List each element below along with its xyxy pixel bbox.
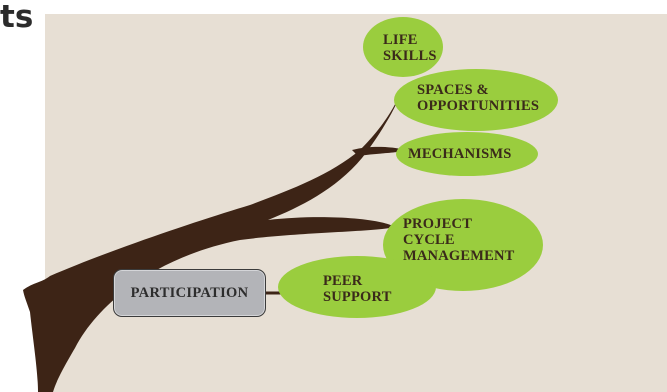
node-peer-support: PEER SUPPORT [323,273,392,305]
tree-trunk-branch [23,98,398,392]
leaf-project-cycle [383,199,543,291]
page-heading-fragment: ts [0,0,34,35]
node-spaces-opportunities: SPACES & OPPORTUNITIES [417,82,540,114]
node-life-skills: LIFE SKILLS [383,32,437,64]
twig-mechanisms [352,146,406,156]
node-mechanisms: MECHANISMS [408,146,512,162]
leaf-life-skills [363,17,443,77]
diagram-background [45,14,667,392]
leaf-spaces-opportunities [394,69,558,131]
leaf-mechanisms [396,132,538,176]
node-project-cycle-management: PROJECT CYCLE MANAGEMENT [403,216,515,264]
leaf-peer-support [278,256,436,318]
participation-box: PARTICIPATION [113,269,266,317]
participation-label: PARTICIPATION [130,284,249,301]
